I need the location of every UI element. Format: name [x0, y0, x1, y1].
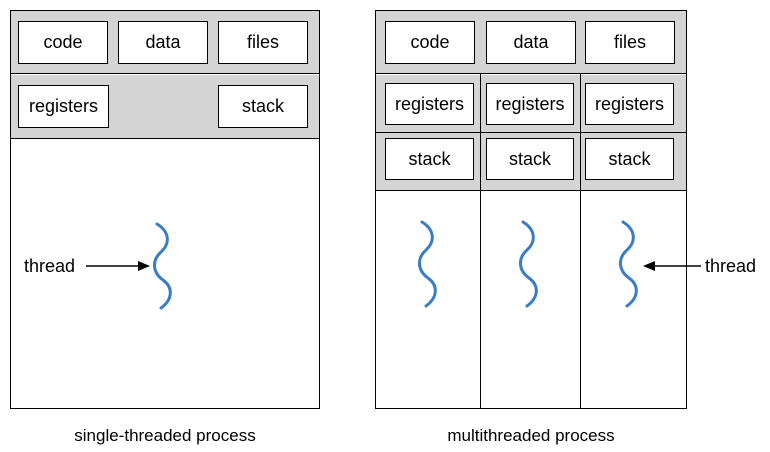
single-thread-icon — [153, 222, 172, 310]
multi-registers-box-2: registers — [486, 83, 574, 125]
multi-registers-box-1: registers — [385, 83, 474, 125]
multi-thread-icon-3 — [619, 220, 638, 308]
multi-code-box: code — [385, 21, 475, 64]
multi-divider-3 — [375, 190, 687, 191]
multi-column-divider-2 — [580, 73, 581, 409]
single-data-box: data — [118, 21, 208, 64]
multi-thread-arrow — [643, 261, 701, 271]
single-divider-1 — [10, 73, 320, 74]
multi-thread-label: thread — [705, 256, 757, 276]
multi-column-divider-1 — [480, 73, 481, 409]
multi-stack-box-2: stack — [486, 138, 574, 180]
multi-stack-box-1: stack — [385, 138, 474, 180]
multi-registers-box-3: registers — [585, 83, 674, 125]
multi-files-box: files — [585, 21, 675, 64]
multi-data-box: data — [486, 21, 576, 64]
single-registers-box: registers — [18, 85, 109, 128]
multi-thread-icon-1 — [418, 220, 437, 308]
multi-divider-2 — [375, 132, 687, 133]
single-files-box: files — [218, 21, 308, 64]
single-divider-2 — [10, 138, 320, 139]
multi-divider-1 — [375, 73, 687, 74]
multi-thread-icon-2 — [519, 220, 538, 308]
single-stack-box: stack — [218, 85, 308, 128]
single-caption: single-threaded process — [74, 426, 256, 445]
multi-caption: multithreaded process — [447, 426, 615, 445]
single-thread-label: thread — [24, 256, 76, 276]
single-code-box: code — [18, 21, 108, 64]
multi-stack-box-3: stack — [585, 138, 674, 180]
single-thread-arrow — [86, 261, 150, 271]
